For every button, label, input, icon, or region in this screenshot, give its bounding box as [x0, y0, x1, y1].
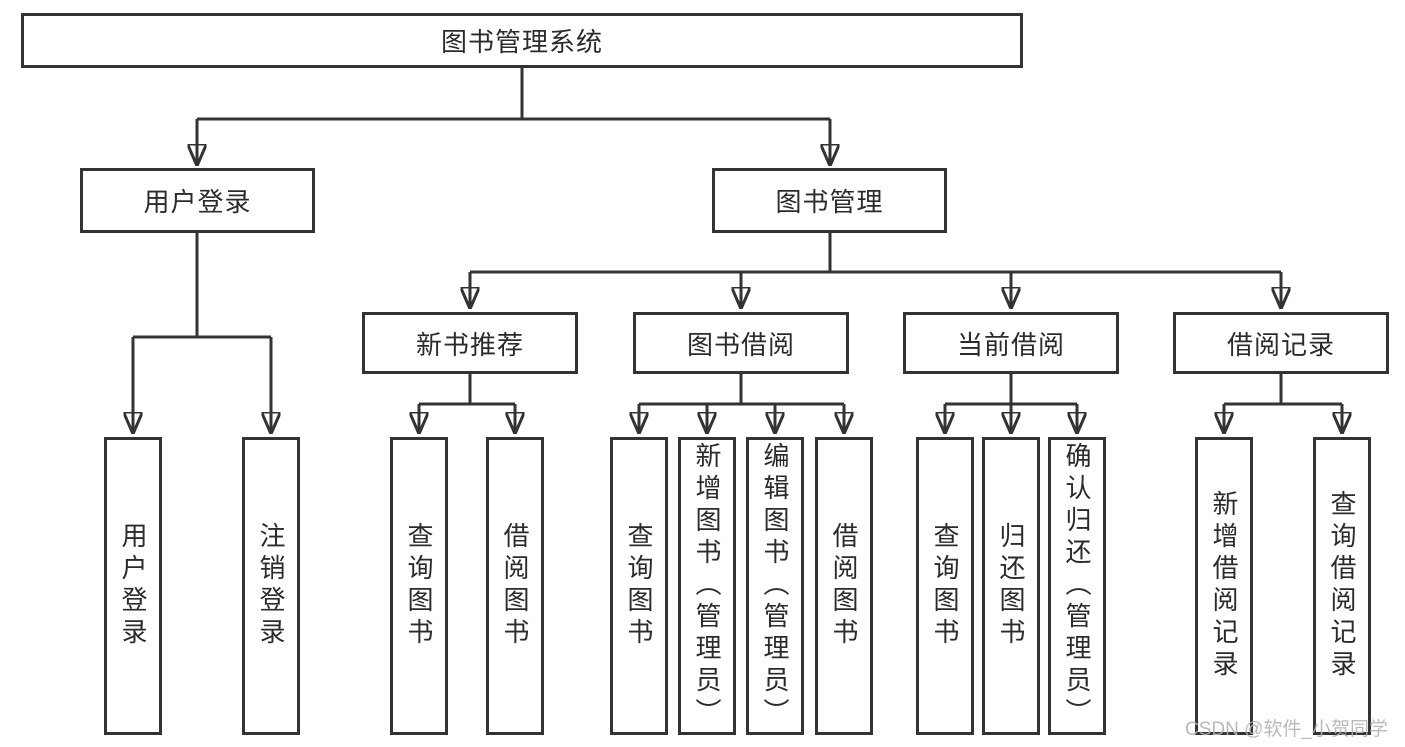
leaf-borrowing-borrow-books: 借阅图书 [815, 437, 873, 735]
leaf-return-books: 归还图书 [982, 437, 1040, 735]
leaf-add-borrow-record: 新增借阅记录 [1195, 437, 1253, 735]
node-user-login-label: 用户登录 [143, 187, 252, 217]
leaf-recommend-query-books: 查询图书 [390, 437, 448, 735]
leaf-add-books-admin: 新增图书（管理员） [678, 437, 736, 735]
leaf-query-borrow-record-label: 查询借阅记录 [1327, 490, 1357, 682]
node-current-borrowing-label: 当前借阅 [956, 329, 1065, 360]
node-new-book-recommend-label: 新书推荐 [415, 329, 524, 360]
leaf-logout-label: 注销登录 [256, 522, 286, 650]
leaf-recommend-borrow-books: 借阅图书 [486, 437, 544, 735]
leaf-logout: 注销登录 [242, 437, 300, 735]
node-book-management-label: 图书管理 [775, 187, 884, 217]
leaf-confirm-return-admin: 确认归还（管理员） [1048, 437, 1106, 735]
leaf-query-borrow-record: 查询借阅记录 [1313, 437, 1371, 735]
leaf-edit-books-admin: 编辑图书（管理员） [746, 437, 804, 735]
leaf-add-borrow-record-label: 新增借阅记录 [1209, 490, 1239, 682]
node-user-login: 用户登录 [80, 168, 315, 233]
node-current-borrowing: 当前借阅 [903, 312, 1119, 374]
csdn-watermark: CSDN @软件_小贺同学 [1185, 719, 1388, 740]
node-borrow-records-label: 借阅记录 [1226, 329, 1335, 360]
leaf-borrowing-borrow-books-label: 借阅图书 [829, 522, 859, 650]
node-book-borrowing-label: 图书借阅 [686, 329, 795, 360]
leaf-current-query-books-label: 查询图书 [930, 522, 960, 650]
node-book-borrowing: 图书借阅 [633, 312, 849, 374]
leaf-recommend-borrow-books-label: 借阅图书 [500, 522, 530, 650]
node-library-system: 图书管理系统 [21, 13, 1023, 68]
leaf-edit-books-admin-label: 编辑图书（管理员） [760, 442, 790, 730]
node-borrow-records: 借阅记录 [1173, 312, 1389, 374]
node-library-system-label: 图书管理系统 [440, 27, 603, 57]
node-book-management: 图书管理 [712, 168, 947, 233]
leaf-user-login-label: 用户登录 [118, 522, 148, 650]
leaf-borrowing-query-books: 查询图书 [610, 437, 668, 735]
leaf-recommend-query-books-label: 查询图书 [404, 522, 434, 650]
leaf-current-query-books: 查询图书 [916, 437, 974, 735]
leaf-borrowing-query-books-label: 查询图书 [624, 522, 654, 650]
leaf-add-books-admin-label: 新增图书（管理员） [692, 442, 722, 730]
leaf-user-login: 用户登录 [104, 437, 162, 735]
leaf-confirm-return-admin-label: 确认归还（管理员） [1062, 442, 1092, 730]
node-new-book-recommend: 新书推荐 [362, 312, 578, 374]
leaf-return-books-label: 归还图书 [996, 522, 1026, 650]
